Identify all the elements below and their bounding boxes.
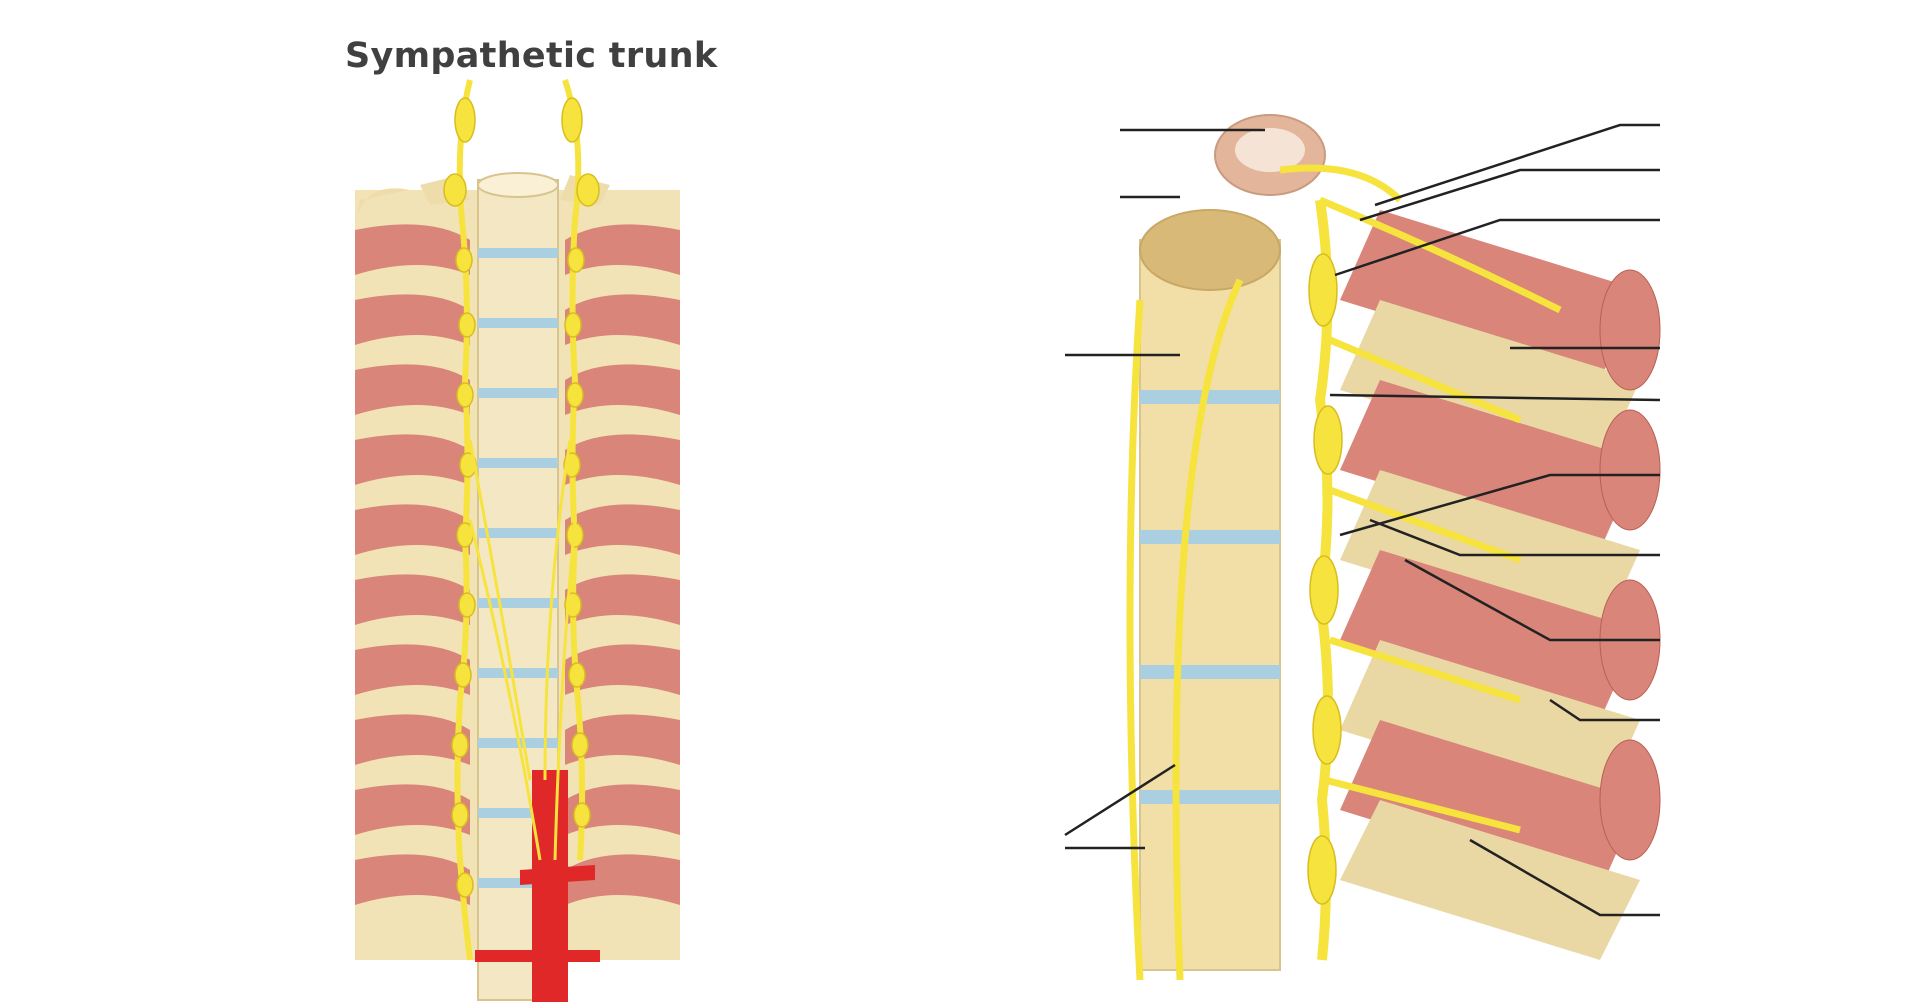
aorta [532, 770, 568, 1002]
rami-branches [1126, 164, 1562, 981]
vertebral-body-top [1139, 209, 1281, 291]
right-ribs [565, 224, 680, 905]
oblique-view-svg [1064, 114, 1661, 981]
leader-line-4 [1064, 763, 1176, 837]
leader-line-13 [1404, 558, 1660, 642]
leader-line-11 [1339, 473, 1660, 537]
ganglia [443, 97, 600, 898]
oblique-view-illustration [1040, 0, 1920, 1002]
leader-line-10 [1329, 393, 1661, 402]
leader-line-8 [1334, 218, 1660, 277]
leader-line-14 [1549, 698, 1660, 722]
anterior-view-svg [355, 79, 680, 1002]
trunk-ganglia [1307, 253, 1343, 905]
splanchnic-nerves [468, 439, 577, 861]
vertebral-body [1139, 239, 1281, 971]
spinal-cord-gray-matter [1235, 128, 1305, 172]
left-ribs [355, 224, 470, 905]
leader-line-15 [1469, 838, 1660, 917]
anterior-view-illustration [0, 0, 760, 1002]
figure-title: Sympathetic trunk [345, 36, 718, 76]
leader-line-12 [1369, 518, 1660, 557]
leader-line-6 [1374, 123, 1660, 207]
leader-line-7 [1359, 168, 1660, 222]
leader-lines [1064, 123, 1661, 917]
intercostal-ribs [1340, 210, 1640, 960]
